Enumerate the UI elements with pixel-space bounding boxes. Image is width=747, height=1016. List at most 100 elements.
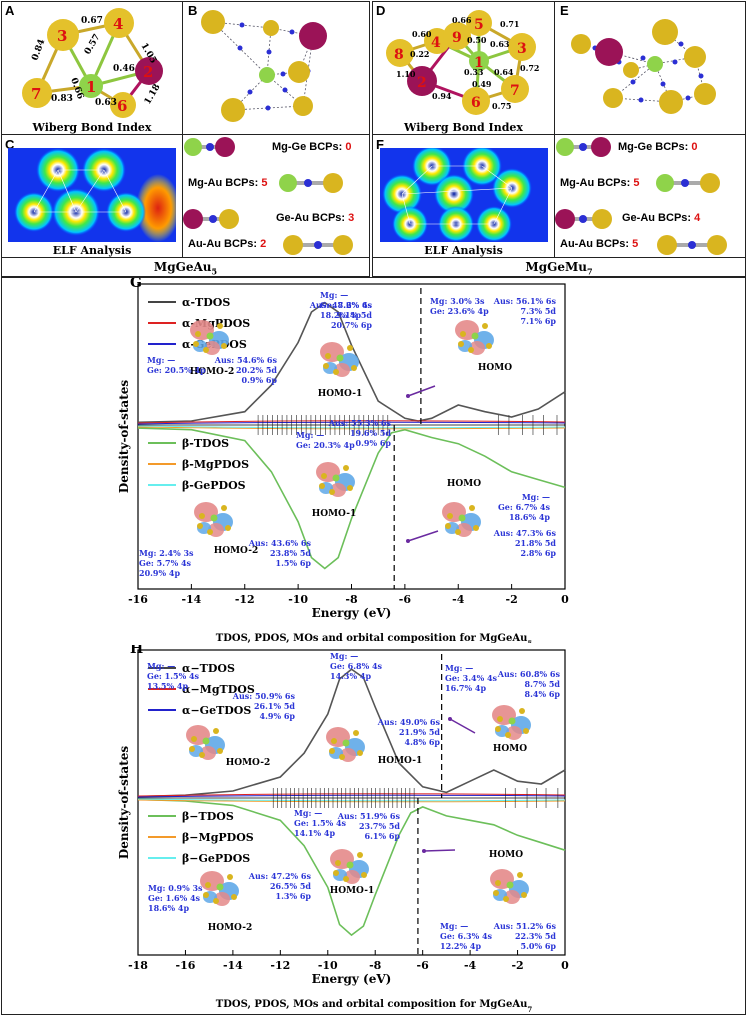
bcp-count: 5 — [261, 177, 268, 189]
au-atom — [329, 748, 335, 754]
composition-line: 4.8% 6p — [405, 737, 441, 747]
bcp-label: Au-Au BCPs: — [188, 238, 258, 250]
au-atom — [447, 513, 453, 519]
composition-line: Aus: 43.6% 6s — [248, 538, 312, 548]
bcp-label: Mg-Ge BCPs: — [272, 141, 343, 153]
au-atom — [361, 872, 367, 878]
series-alpha-tdos — [137, 301, 566, 424]
caption-subscript: 5 — [527, 639, 532, 644]
bcp-label: Mg-Au BCPs: — [560, 177, 631, 189]
composition-line: Ge: 3.4% 4s — [445, 673, 498, 683]
atom-label: 6 — [471, 95, 481, 111]
composition-line: Mg: — — [522, 492, 550, 502]
bond-label: 0.84 — [30, 38, 47, 62]
mo-isosurface — [316, 462, 355, 497]
x-tick-label: -6 — [399, 593, 412, 606]
series-alpha-tdos — [137, 668, 566, 798]
composition-line: 5.0% 6p — [521, 941, 557, 951]
au-atom — [213, 728, 219, 734]
bcp-row: Ge-Au BCPs: 4 — [622, 212, 700, 224]
au-atom — [521, 892, 527, 898]
panel-b-structure — [201, 10, 327, 122]
bcp-row: Mg-Au BCPs: 5 — [560, 177, 639, 189]
mo-isosurface — [320, 342, 359, 377]
x-tick-label: -2 — [511, 959, 523, 972]
x-tick-label: -12 — [270, 959, 290, 972]
formula-subscript: 5 — [211, 266, 218, 277]
panel-c-label: C — [5, 137, 15, 152]
figure-caption: TDOS, PDOS, MOs and orbital composition … — [216, 999, 533, 1014]
composition-line: Aus: 47.2% 6s — [248, 871, 312, 881]
au-atom — [495, 880, 501, 886]
au-atom — [217, 323, 223, 329]
au-atom — [347, 345, 353, 351]
au-atom — [207, 529, 213, 535]
au-atom — [221, 343, 227, 349]
composition-line: Mg: 2.4% 3s — [139, 548, 194, 558]
au-atom — [231, 894, 237, 900]
bond-label: 0.83 — [51, 94, 73, 104]
atom-label: 5 — [474, 17, 484, 33]
bond-label: 0.49 — [472, 79, 492, 89]
mo-isosurface — [330, 849, 369, 884]
composition-line: Ge: 7.2% 4s — [320, 300, 373, 310]
bcp-row: Au-Au BCPs: 5 — [560, 238, 638, 250]
composition-line: 21.8% 5d — [515, 538, 556, 548]
mo-label: HOMO — [489, 850, 523, 860]
mo-isosurface — [190, 320, 229, 355]
series-beta-mg-pdos — [137, 799, 566, 803]
mg-atom — [458, 514, 466, 522]
bcp-row: Mg-Au BCPs: 5 — [188, 177, 267, 189]
composition-line: 12.2% 4p — [440, 941, 481, 951]
composition-line: 20.2% 5d — [236, 365, 277, 375]
au-atom — [321, 473, 327, 479]
composition-line: 1.5% 6p — [276, 558, 312, 568]
panel-label: H — [130, 645, 143, 657]
pointer-arrow — [407, 385, 436, 397]
composition-line: 7.3% 5d — [521, 306, 557, 316]
mo-isosurface — [194, 502, 233, 537]
panel-c-caption: ELF Analysis — [52, 244, 132, 257]
mo-isosurface — [326, 727, 365, 762]
composition-line: 22.3% 5d — [515, 931, 556, 941]
au-atom — [199, 752, 205, 758]
composition-line: Mg: — — [440, 921, 468, 931]
mo-label: HOMO-2 — [208, 923, 252, 933]
atom-label: 4 — [113, 15, 123, 33]
au-atom — [497, 716, 503, 722]
mo-label: HOMO-1 — [318, 389, 362, 399]
composition-line: Mg: — — [296, 430, 324, 440]
au-atom — [357, 750, 363, 756]
panel-a-label: A — [5, 3, 15, 18]
bond-label: 0.50 — [467, 35, 487, 45]
composition-line: Ge: 1.6% 4s — [148, 893, 201, 903]
formula-title-right: MgGeMu7 — [372, 260, 746, 276]
pointer-arrow-head — [406, 539, 410, 543]
bcp-count: 0 — [691, 141, 698, 153]
panel-d-label: D — [376, 3, 386, 18]
composition-line: 18.6% 4p — [148, 903, 189, 913]
x-tick-label: -10 — [318, 959, 338, 972]
panel-b-label: B — [188, 3, 198, 18]
bond-label: 0.71 — [500, 19, 519, 29]
au-atom — [225, 525, 231, 531]
composition-line: 23.7% 5d — [359, 821, 400, 831]
formula-subscript: 7 — [587, 266, 593, 277]
plot-frame — [137, 649, 566, 956]
au-atom — [333, 870, 339, 876]
x-axis-label: Energy (eV) — [312, 972, 392, 986]
composition-line: Aus: 55.3% 6s — [328, 418, 392, 428]
bcp-count: 5 — [633, 177, 640, 189]
legend-entry: α−MgTDOS — [182, 683, 255, 696]
orbital-composition: Mg: —Ge: 20.5% 4p — [147, 355, 206, 375]
composition-line: 18.2% 4p — [320, 310, 361, 320]
au-atom — [199, 513, 205, 519]
composition-line: Aus: 60.8% 6s — [497, 669, 561, 679]
